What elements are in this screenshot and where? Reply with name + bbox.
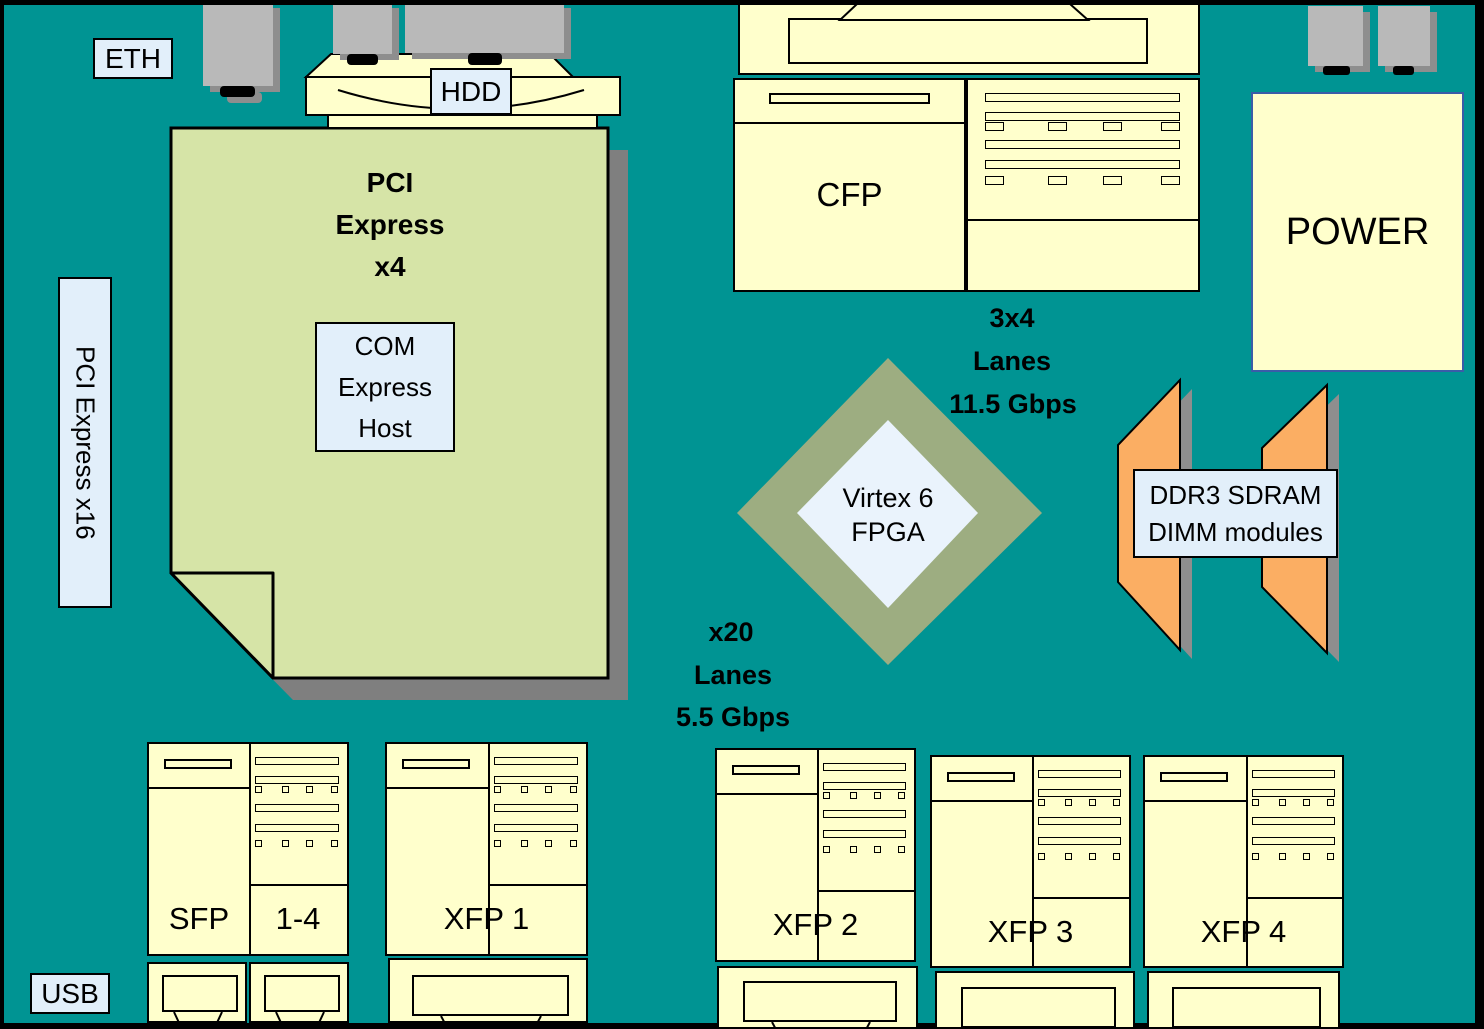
sfp-cage-slot [164, 759, 232, 769]
xfp1-io-pattern [387, 744, 586, 954]
eth-label: ETH [93, 38, 173, 79]
xfp2-block: XFP 2 [715, 748, 916, 962]
com-host-line3: Host [358, 412, 412, 443]
fpga-label-line2: FPGA [851, 517, 925, 547]
sfp-edge-connector-2 [249, 962, 349, 1025]
pci-card-title-line3: x4 [374, 251, 406, 282]
power-block: POWER [1251, 92, 1464, 372]
frame-right [1475, 0, 1484, 1029]
wide-port-connector [405, 2, 571, 65]
cfp-connector-panel [966, 78, 1200, 292]
hdd-label-text: HDD [440, 75, 502, 107]
pci-express-x16-text: PCI Express x16 [70, 345, 101, 540]
cfp-module: CFP [733, 78, 966, 292]
xfp4-block: XFP 4 [1143, 755, 1344, 968]
xfp2-cage-slot [732, 765, 800, 775]
link-top-line3: 11.5 Gbps [949, 389, 1077, 419]
power-label: POWER [1285, 210, 1430, 253]
link-top-line2: Lanes [972, 346, 1052, 376]
xfp3-label: XFP 3 [987, 914, 1074, 949]
eth-port-connector [203, 2, 280, 103]
xfp1-cage-slot [402, 759, 470, 769]
usb-label-text: USB [41, 977, 99, 1009]
power-port-connector-2 [1378, 6, 1437, 75]
com-express-host-label: COM Express Host [315, 322, 455, 452]
ddr3-label-line2: DIMM modules [1148, 516, 1323, 547]
sfp-label: SFP [168, 901, 230, 936]
frame-top [0, 0, 1484, 5]
link-bottom-line2: Lanes [693, 660, 773, 690]
pci-express-x16-label: PCI Express x16 [58, 277, 112, 608]
com-host-line2: Express [338, 371, 432, 402]
pci-card-title-line2: Express [335, 209, 445, 240]
xfp3-cage-slot [947, 772, 1015, 782]
cfp-connector-pattern [968, 80, 1198, 290]
sfp-io-pattern [149, 744, 347, 954]
com-host-line1: COM [354, 330, 416, 361]
sfp-block: SFP 1-4 [147, 742, 349, 956]
xfp3-edge-connector [935, 971, 1135, 1029]
xfp1-block: XFP 1 [385, 742, 588, 956]
xfp1-label: XFP 1 [443, 901, 530, 936]
sfp-range-label: 1-4 [275, 901, 321, 936]
pci-card-fold [169, 571, 275, 680]
xfp3-io-pattern [932, 757, 1129, 966]
link-top-line1: 3x4 [989, 303, 1035, 333]
link-bottom-line3: 5.5 Gbps [675, 702, 791, 732]
cfp-slot [769, 93, 930, 104]
xfp3-block: XFP 3 [930, 755, 1131, 968]
power-port-connector-1 [1308, 6, 1370, 75]
cfp-cage-top-inner [788, 18, 1148, 64]
xfp4-cage-slot [1160, 772, 1228, 782]
xfp2-label: XFP 2 [772, 907, 859, 942]
sfp-edge-connector-1 [147, 962, 247, 1025]
hdd-label: HDD [430, 68, 512, 115]
fpga-diamond-inner [797, 420, 978, 608]
link-bottom-line1: x20 [708, 617, 754, 647]
frame-left [0, 0, 4, 1029]
xfp2-io-pattern [717, 750, 914, 960]
xfp4-edge-connector [1147, 971, 1340, 1029]
hdd-base [327, 114, 598, 129]
cfp-label: CFP [816, 176, 883, 213]
eth-label-text: ETH [105, 42, 161, 74]
usb-label: USB [30, 973, 110, 1014]
xfp4-io-pattern [1145, 757, 1342, 966]
xfp1-edge-connector [388, 958, 588, 1025]
cfp-cage-top [738, 2, 1200, 75]
fpga-label-line1: Virtex 6 [842, 483, 934, 513]
xfp2-edge-connector [717, 966, 918, 1029]
ddr3-label-line1: DDR3 SDRAM [1149, 479, 1322, 510]
pci-card-title-line1: PCI [366, 167, 414, 198]
xfp4-label: XFP 4 [1200, 914, 1287, 949]
ddr3-dimm-label: DDR3 SDRAM DIMM modules [1133, 469, 1338, 558]
usb-port-connector [333, 2, 399, 65]
